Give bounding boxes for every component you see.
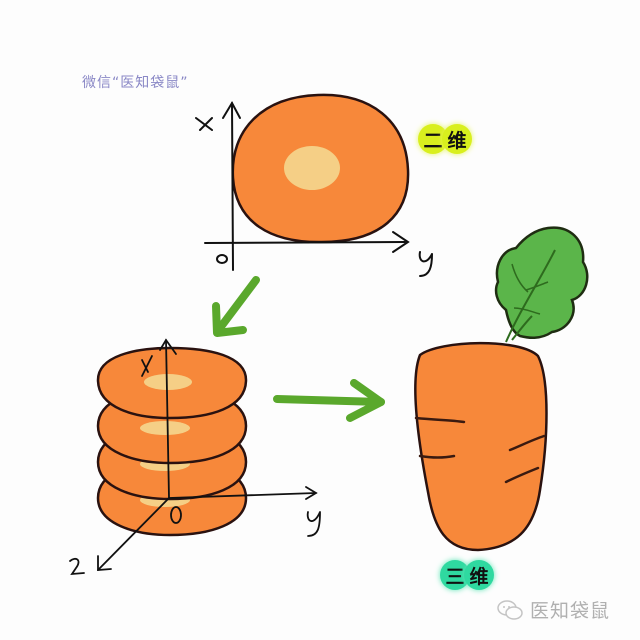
footer-watermark: 医知袋鼠 (496, 596, 610, 623)
badge-3d-char-2: 维 (464, 560, 494, 590)
carrot-slice-2d (231, 93, 410, 244)
wechat-icon (497, 599, 523, 620)
wechat-watermark-top: 微信“医知袋鼠” (82, 75, 189, 91)
badge-3d: 三 维 (440, 560, 494, 590)
footer-watermark-text: 医知袋鼠 (530, 600, 611, 622)
badge-2d-char-2: 维 (442, 124, 472, 154)
badge-2d-char-1: 二 (418, 124, 448, 154)
axes-3d (69, 338, 321, 576)
carrot-slice-stack (96, 346, 248, 537)
carrot-leaves (494, 226, 589, 343)
carrot-body (414, 341, 548, 552)
arrow-to-carrot (273, 379, 385, 422)
axes-2d (195, 100, 433, 277)
badge-2d: 二 维 (418, 124, 472, 154)
arrow-to-stack (212, 276, 260, 337)
